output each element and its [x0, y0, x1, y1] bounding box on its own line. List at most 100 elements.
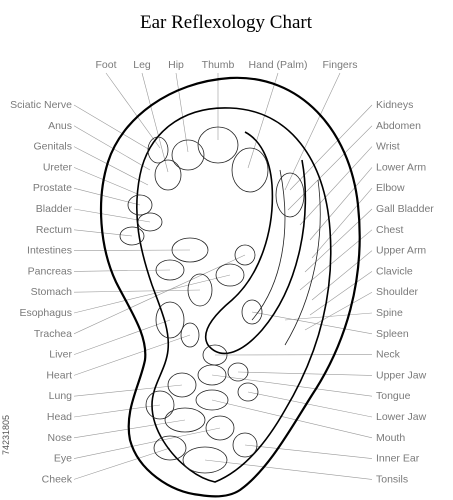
leader-lower-jaw	[247, 391, 373, 418]
leader-hip	[175, 72, 189, 153]
zone-lower-jaw	[237, 382, 259, 402]
leader-wrist	[299, 146, 373, 226]
zone-nose	[164, 407, 206, 433]
label-spleen: Spleen	[376, 328, 409, 340]
zone-hand	[231, 147, 269, 193]
label-shoulder: Shoulder	[376, 286, 419, 298]
label-hip: Hip	[168, 59, 184, 71]
leader-elbow	[311, 188, 373, 259]
zone-bladder	[137, 212, 163, 232]
zone-inner-ear	[232, 432, 258, 458]
zone-esophagus	[215, 263, 245, 287]
leader-kidneys	[289, 104, 373, 191]
label-nose: Nose	[47, 432, 72, 444]
chart-title: Ear Reflexology Chart	[140, 12, 313, 33]
label-clavicle: Clavicle	[376, 265, 413, 277]
leader-trachea	[73, 254, 246, 335]
label-chest: Chest	[376, 224, 404, 236]
leader-esophagus	[73, 274, 231, 314]
label-rectum: Rectum	[36, 224, 72, 236]
label-head: Head	[47, 411, 72, 423]
leader-mouth	[211, 399, 373, 439]
leader-cheek	[73, 447, 171, 480]
zone-heart	[180, 322, 200, 348]
leader-fingers	[284, 72, 341, 191]
label-eye: Eye	[54, 453, 72, 465]
leader-inner-ear	[244, 444, 373, 459]
leader-leg	[141, 72, 169, 173]
zone-thumb	[197, 126, 239, 164]
label-sciatic-nerve: Sciatic Nerve	[10, 99, 72, 111]
zone-spine-band	[251, 169, 286, 321]
leader-ureter	[73, 167, 141, 196]
zone-trachea	[234, 244, 256, 266]
label-lower-arm: Lower Arm	[376, 161, 426, 173]
label-upper-arm: Upper Arm	[376, 245, 426, 257]
label-elbow: Elbow	[376, 182, 405, 194]
zone-kidneys	[275, 172, 305, 218]
leader-upper-jaw	[237, 371, 373, 376]
label-genitals: Genitals	[33, 141, 72, 153]
leader-abdomen	[287, 125, 373, 211]
label-pancreas: Pancreas	[28, 265, 72, 277]
leader-tongue	[211, 374, 373, 397]
label-spine: Spine	[376, 307, 403, 319]
leader-head	[73, 404, 161, 418]
label-gall-bladder: Gall Bladder	[376, 203, 434, 215]
label-cheek: Cheek	[42, 473, 73, 485]
zone-foot	[147, 136, 169, 164]
leader-tonsils	[204, 459, 373, 480]
zone-eye	[205, 415, 235, 441]
leader-lung	[73, 384, 183, 397]
zone-arm-band	[284, 179, 321, 346]
leader-eye	[73, 427, 221, 459]
leader-liver	[73, 319, 171, 355]
label-thumb: Thumb	[202, 59, 235, 71]
label-esophagus: Esophagus	[19, 307, 72, 319]
label-trachea: Trachea	[34, 328, 72, 340]
label-wrist: Wrist	[376, 141, 400, 153]
leader-foot	[105, 72, 161, 149]
label-lung: Lung	[49, 390, 73, 402]
zone-cheek	[153, 435, 187, 461]
ear-illustration	[99, 76, 361, 498]
zone-pancreas	[155, 259, 185, 281]
label-intestines: Intestines	[27, 245, 72, 257]
zone-upper-jaw	[227, 362, 249, 382]
label-hand-palm: Hand (Palm)	[249, 59, 308, 71]
zone-spleen	[241, 299, 263, 325]
label-neck: Neck	[376, 349, 401, 361]
leader-upper-arm	[311, 250, 373, 301]
leader-lower-arm	[309, 167, 373, 241]
leader-prostate	[73, 187, 141, 206]
label-heart: Heart	[46, 369, 72, 381]
leader-clavicle	[309, 271, 373, 316]
label-tongue: Tongue	[376, 390, 411, 402]
leader-pancreas	[73, 269, 171, 272]
ear-antihelix	[205, 131, 307, 355]
label-inner-ear: Inner Ear	[376, 453, 420, 465]
label-liver: Liver	[49, 349, 72, 361]
ear-outer-contour	[99, 76, 361, 498]
ear-helix-inner	[135, 107, 332, 483]
label-leg: Leg	[133, 59, 151, 71]
label-foot: Foot	[95, 59, 116, 71]
zone-tonsils	[182, 446, 228, 474]
leader-lines	[73, 72, 373, 480]
label-lower-jaw: Lower Jaw	[376, 411, 427, 423]
leader-stomach	[73, 289, 201, 293]
stock-id-watermark: 74231805	[1, 415, 11, 455]
zone-head	[145, 390, 175, 420]
leader-intestines	[73, 249, 191, 251]
zone-tongue	[197, 364, 227, 386]
zone-intestines	[171, 237, 209, 263]
leader-heart	[73, 334, 191, 376]
leader-spleen	[251, 311, 373, 335]
zone-stomach	[187, 273, 213, 307]
leader-gall-bladder	[304, 208, 373, 273]
zone-mouth	[195, 389, 229, 411]
label-kidneys: Kidneys	[376, 99, 413, 111]
zone-rectum	[119, 226, 145, 246]
